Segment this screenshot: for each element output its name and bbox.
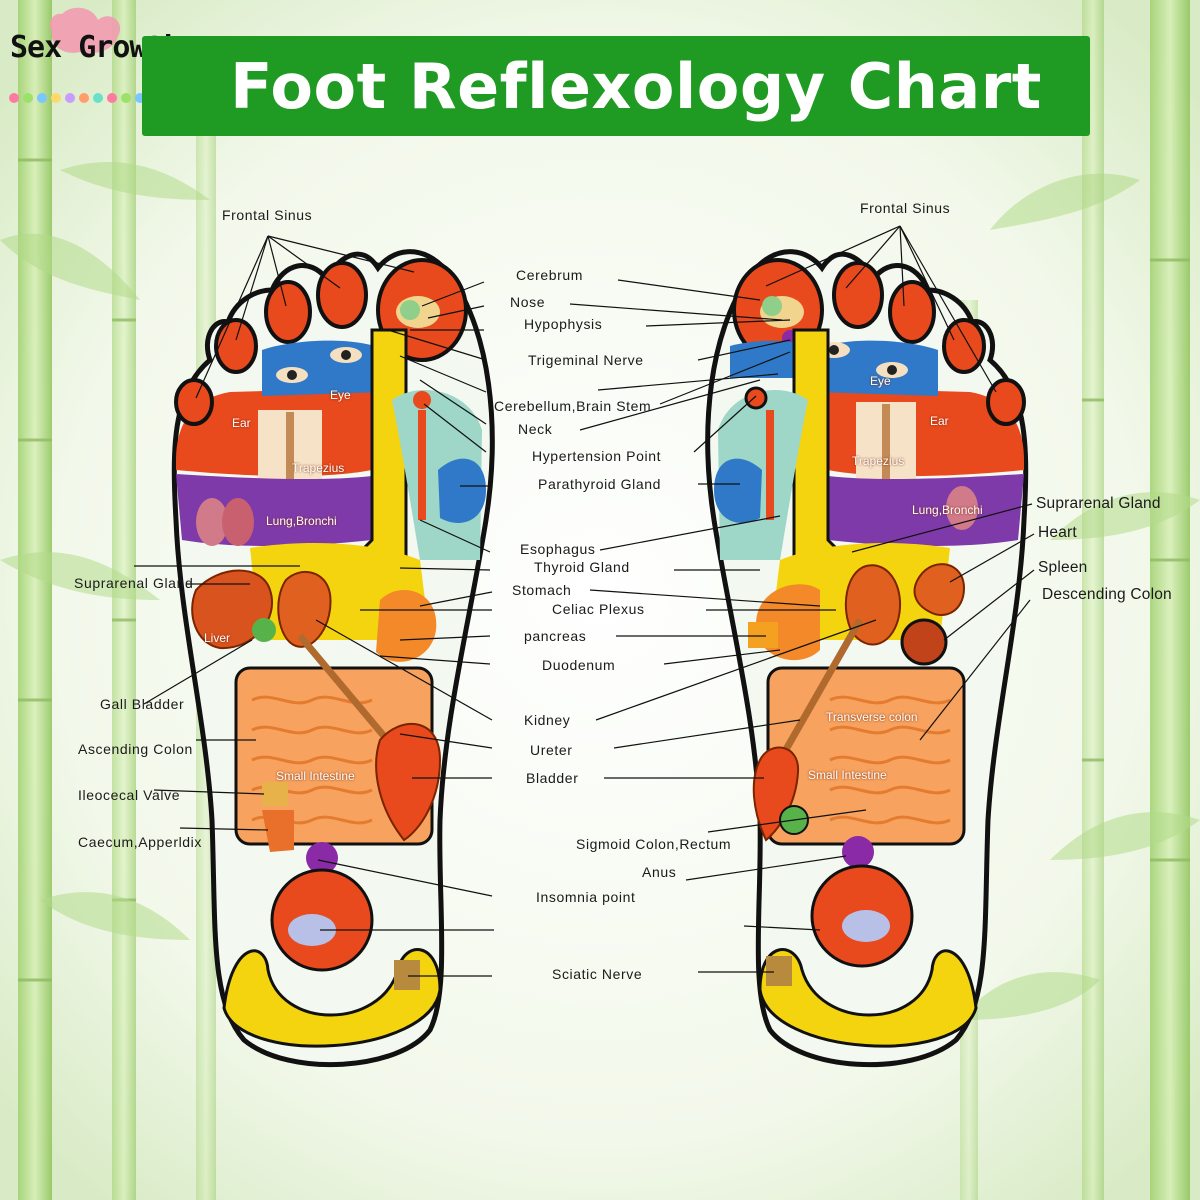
foot-label-lung-right: Lung,Bronchi <box>912 503 983 517</box>
label-kidney: Kidney <box>524 712 570 728</box>
foot-label-small-intestine-right: Small Intestine <box>808 768 887 782</box>
foot-label-eye-left: Eye <box>330 388 351 402</box>
foot-label-liver: Liver <box>204 631 230 645</box>
label-spleen: Spleen <box>1038 559 1087 577</box>
foot-label-lung-left: Lung,Bronchi <box>266 514 337 528</box>
foot-label-eye-right: Eye <box>870 374 891 388</box>
label-nose: Nose <box>510 294 545 310</box>
label-hypophysis: Hypophysis <box>524 316 602 332</box>
label-descending-colon: Descending Colon <box>1042 586 1172 604</box>
label-suprarenal-gland-left: Suprarenal Gland <box>74 575 193 591</box>
label-celiac-plexus: Celiac Plexus <box>552 601 645 617</box>
label-thyroid-gland: Thyroid Gland <box>534 559 630 575</box>
label-trigeminal-nerve: Trigeminal Nerve <box>528 352 644 368</box>
label-esophagus: Esophagus <box>520 541 595 557</box>
label-insomnia-point: Insomnia point <box>536 889 635 905</box>
label-gall-bladder: Gall Bladder <box>100 696 184 712</box>
foot-label-small-intestine-left: Small Intestine <box>276 769 355 783</box>
label-frontal-sinus-left: Frontal Sinus <box>222 207 312 223</box>
label-anus: Anus <box>642 864 676 880</box>
page-title: Foot Reflexology Chart <box>190 50 1042 123</box>
label-ascending-colon: Ascending Colon <box>78 741 193 757</box>
label-duodenum: Duodenum <box>542 657 615 673</box>
label-cerebrum: Cerebrum <box>516 267 583 283</box>
label-ureter: Ureter <box>530 742 573 758</box>
label-hypertension-point: Hypertension Point <box>532 448 661 464</box>
foot-label-trapezius-left: Trapezius <box>292 461 344 475</box>
foot-label-trapezius-right: Trapezius <box>852 454 904 468</box>
label-sigmoid-colon: Sigmoid Colon,Rectum <box>576 836 731 852</box>
foot-label-ear-right: Ear <box>930 414 949 428</box>
foot-label-transverse-colon: Transverse colon <box>826 710 918 724</box>
label-parathyroid-gland: Parathyroid Gland <box>538 476 661 492</box>
title-banner: Foot Reflexology Chart <box>142 36 1090 136</box>
label-heart: Heart <box>1038 524 1077 542</box>
label-suprarenal-gland-right: Suprarenal Gland <box>1036 495 1161 513</box>
label-ileocecal-valve: Ileocecal Valve <box>78 787 180 803</box>
label-frontal-sinus-right: Frontal Sinus <box>860 200 950 216</box>
foot-label-ear-left: Ear <box>232 416 251 430</box>
label-neck: Neck <box>518 421 552 437</box>
label-sciatic-nerve: Sciatic Nerve <box>552 966 642 982</box>
label-pancreas: pancreas <box>524 628 586 644</box>
label-cerebellum: Cerebellum,Brain Stem <box>494 398 651 414</box>
label-bladder: Bladder <box>526 770 578 786</box>
label-stomach: Stomach <box>512 582 571 598</box>
label-caecum-appendix: Caecum,Apperldix <box>78 834 202 850</box>
